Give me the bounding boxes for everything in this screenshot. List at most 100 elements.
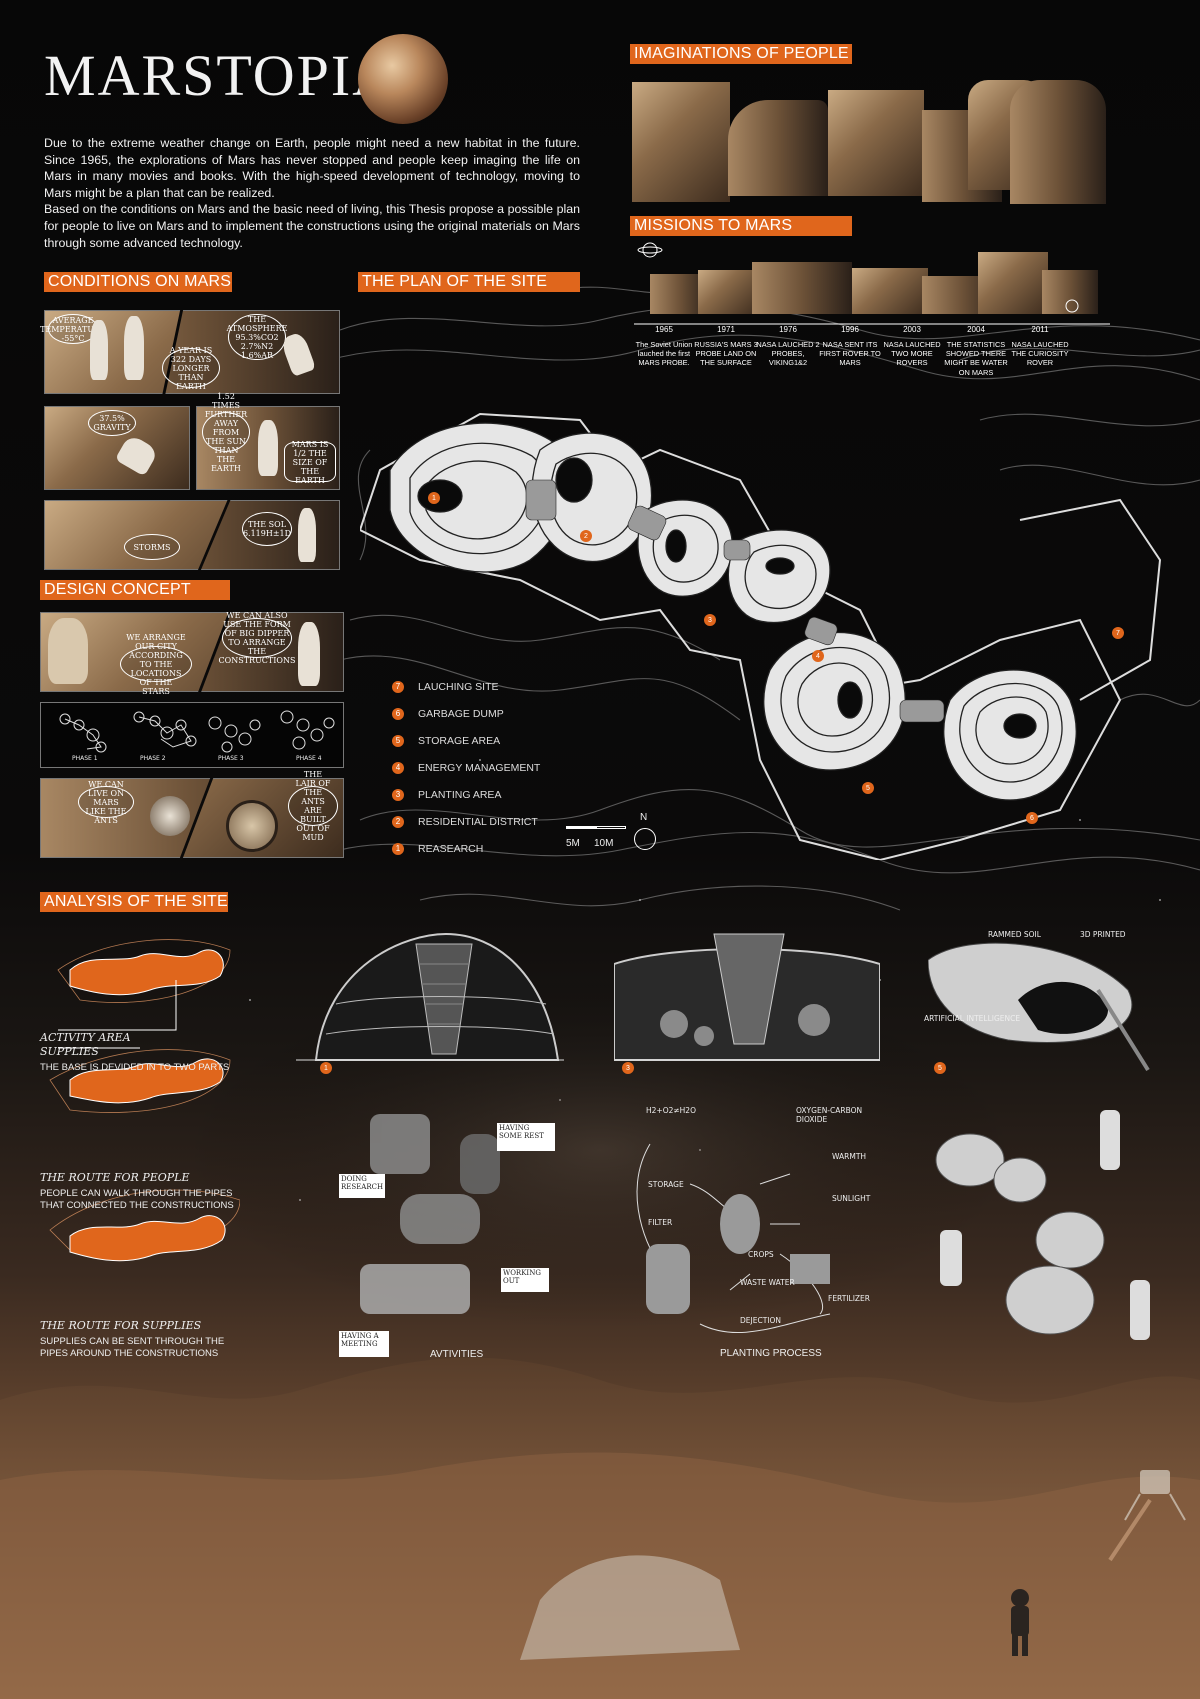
timeline-text: THE STATISTICS SHOWED THERE MIGHT BE WAT… xyxy=(944,340,1008,377)
bubble-ants: WE CAN LIVE ON MARS LIKE THE ANTS xyxy=(78,780,134,825)
north-arrow-icon xyxy=(634,828,656,850)
phases-diagram xyxy=(59,710,335,753)
timeline-year: 2004 xyxy=(967,325,985,334)
label-3d-printed: 3D PRINTED xyxy=(1080,930,1126,939)
planting-diagram xyxy=(636,1143,831,1334)
intro-paragraph-2: Based on the conditions on Mars and the … xyxy=(44,202,580,250)
missions-collage xyxy=(632,240,1112,326)
section-storage xyxy=(927,930,1168,1080)
mission-image-7 xyxy=(1042,270,1098,314)
conditions-panel-storms xyxy=(44,500,228,570)
legend-label: REASEARCH xyxy=(418,842,484,855)
analysis-activity-title: ACTIVITY AREA xyxy=(40,1031,131,1044)
analysis-activity-desc: THE BASE IS DEVIDED IN TO TWO PARTS xyxy=(40,1062,230,1073)
activity-research-label: DOING RESEARCH xyxy=(339,1174,385,1198)
zone-6 xyxy=(943,669,1077,801)
zone-5 xyxy=(763,631,906,771)
bubble-storms: STORMS xyxy=(124,534,180,560)
timeline-year: 1976 xyxy=(779,325,797,334)
site-plan xyxy=(360,412,1162,860)
planting-oxygen: OXYGEN-CARBON DIOXIDE xyxy=(796,1106,863,1124)
scholar-figure xyxy=(48,618,88,684)
legend-label: PLANTING AREA xyxy=(418,788,502,801)
astronaut-figure-1 xyxy=(90,320,108,380)
mission-image-6 xyxy=(978,252,1048,314)
mission-image-3 xyxy=(752,262,852,314)
analysis-supplies-title: SUPPLIES xyxy=(40,1045,99,1058)
intro-paragraph-1: Due to the extreme weather change on Ear… xyxy=(44,136,580,200)
lander-figure xyxy=(1108,1470,1186,1562)
bubble-size: MARS IS 1/2 THE SIZE OF THE EARTH xyxy=(284,440,336,485)
legend-number-icon: 6 xyxy=(392,707,404,720)
bubble-big-dipper: WE CAN ALSO USE THE FORM OF BIG DIPPER T… xyxy=(219,611,296,665)
label-rammed-soil: RAMMED SOIL xyxy=(988,930,1041,939)
timeline-year: 2003 xyxy=(903,325,921,334)
intro-text: Due to the extreme weather change on Ear… xyxy=(44,135,580,251)
legend-number-icon: 1 xyxy=(392,842,404,855)
planting-filter: FILTER xyxy=(648,1218,673,1227)
plan-marker-5: 5 xyxy=(862,782,874,794)
legend-label: STORAGE AREA xyxy=(418,734,501,747)
site-boundary xyxy=(360,412,1162,860)
legend-number-icon: 3 xyxy=(392,788,404,801)
timeline-year: 1971 xyxy=(717,325,735,334)
activity-meeting-label: HAVING A MEETING xyxy=(339,1331,389,1357)
phase-4-label: PHASE 4 xyxy=(296,755,322,762)
timeline-text: RUSSIA'S MARS 3 PROBE LAND ON THE SURFAC… xyxy=(694,340,758,368)
zone-4 xyxy=(727,529,831,624)
astronaut-portrait-image xyxy=(632,82,730,202)
bubble-sol: THE SOL 6.119H±1D xyxy=(242,512,292,546)
analysis-people-title: THE ROUTE FOR PEOPLE xyxy=(40,1171,190,1184)
legend-label: ENERGY MANAGEMENT xyxy=(418,761,541,774)
timeline-year: 1996 xyxy=(841,325,859,334)
north-label: N xyxy=(640,812,648,823)
legend-row: 5 STORAGE AREA xyxy=(392,727,540,754)
header-missions: MISSIONS TO MARS xyxy=(630,216,852,236)
legend-row: 3 PLANTING AREA xyxy=(392,781,540,808)
legend-number-icon: 2 xyxy=(392,815,404,828)
alien-figure-image xyxy=(1010,80,1106,204)
plan-marker-6: 6 xyxy=(1026,812,1038,824)
planting-caption: PLANTING PROCESS xyxy=(720,1348,822,1359)
phase-2-label: PHASE 2 xyxy=(140,755,166,762)
planting-waste: WASTE WATER xyxy=(740,1278,795,1287)
section-marker-1: 1 xyxy=(320,1062,332,1074)
planting-fertilizer: FERTILIZER xyxy=(828,1294,870,1303)
header-conditions: CONDITIONS ON MARS xyxy=(44,272,232,292)
timeline-text: The Soviet Union lauched the first MARS … xyxy=(635,340,693,368)
zone-1 xyxy=(389,422,573,573)
timeline-text: NASA SENT ITS FIRST ROVER TO MARS xyxy=(819,340,881,368)
scale-10m: 10M xyxy=(594,838,614,849)
magnifier-icon xyxy=(226,800,278,852)
header-plan: THE PLAN OF THE SITE xyxy=(358,272,580,292)
mission-image-2 xyxy=(698,270,758,314)
mars-planet-icon xyxy=(358,34,448,124)
scale-5m: 5M xyxy=(566,838,580,849)
legend-number-icon: 7 xyxy=(392,680,404,693)
astronaut-figure-4 xyxy=(258,420,278,476)
analysis-diagrams xyxy=(49,939,240,1262)
legend-number-icon: 5 xyxy=(392,734,404,747)
legend-label: LAUCHING SITE xyxy=(418,680,499,693)
mission-image-4 xyxy=(852,268,928,314)
plan-marker-4: 4 xyxy=(812,650,824,662)
plan-marker-3: 3 xyxy=(704,614,716,626)
analysis-people-desc: PEOPLE CAN WALK THROUGH THE PIPES THAT C… xyxy=(40,1188,234,1211)
section-planting xyxy=(613,924,881,1062)
astronaut-figure-5 xyxy=(298,508,316,562)
activity-workout-label: WORKING OUT xyxy=(501,1268,549,1292)
phase-1-label: PHASE 1 xyxy=(72,755,98,762)
timeline-text: NASA LAUCHED 2 PROBES, VIKING1&2 xyxy=(756,340,820,368)
imaginations-collage xyxy=(632,80,1112,204)
label-ai: ARTIFICIAL INTELLIGENCE xyxy=(924,1014,1021,1023)
analysis-supplies-route-desc: SUPPLIES CAN BE SENT THROUGH THE PIPES A… xyxy=(40,1336,225,1359)
